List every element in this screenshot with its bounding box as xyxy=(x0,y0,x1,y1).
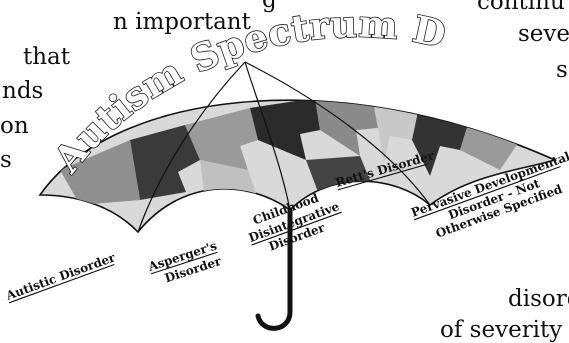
label-aspergers-disorder: Asperger's Disorder xyxy=(146,238,224,289)
svg-text:Autistic Disorder: Autistic Disorder xyxy=(3,250,117,303)
label-autistic-disorder: Autistic Disorder xyxy=(3,250,117,303)
